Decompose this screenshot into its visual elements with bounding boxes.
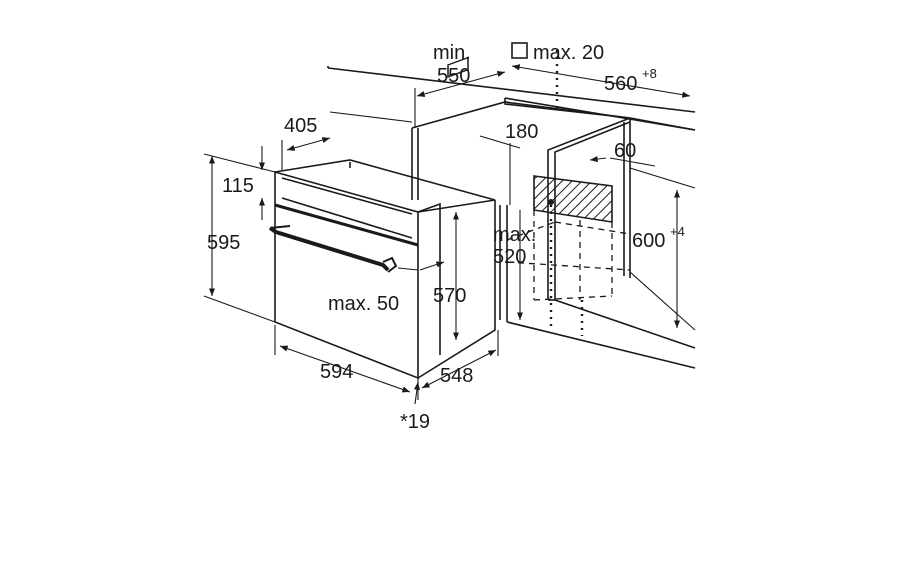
label-115: 115 bbox=[222, 175, 254, 197]
label-594: 594 bbox=[320, 361, 353, 383]
label-405: 405 bbox=[284, 115, 317, 137]
label-550: 550 bbox=[437, 65, 470, 87]
label-600: 600 bbox=[632, 230, 665, 252]
dimension-lines bbox=[203, 64, 691, 405]
oven bbox=[268, 56, 496, 380]
label-note-19: *19 bbox=[400, 411, 430, 433]
label-180: 180 bbox=[505, 121, 538, 143]
label-595: 595 bbox=[207, 232, 240, 254]
label-min: min. bbox=[433, 42, 471, 64]
cabinet-niche bbox=[411, 101, 696, 369]
label-max50: max. 50 bbox=[328, 293, 399, 315]
square-icon bbox=[511, 42, 528, 59]
vent-opening bbox=[533, 175, 613, 223]
label-60: 60 bbox=[614, 140, 636, 162]
label-560: 560 bbox=[604, 73, 637, 95]
label-570: 570 bbox=[433, 285, 466, 307]
label-560-sup: +8 bbox=[642, 66, 657, 81]
label-max20: max. 20 bbox=[533, 42, 604, 64]
dimension-labels: min. 550 max. 20 560 +8 405 180 60 115 m… bbox=[207, 42, 685, 433]
label-600-sup: +4 bbox=[670, 224, 685, 239]
label-max: max. bbox=[493, 224, 536, 246]
door-handle bbox=[268, 226, 390, 272]
label-520: 520 bbox=[493, 246, 526, 268]
hidden-lines bbox=[506, 210, 631, 301]
label-548: 548 bbox=[440, 365, 473, 387]
